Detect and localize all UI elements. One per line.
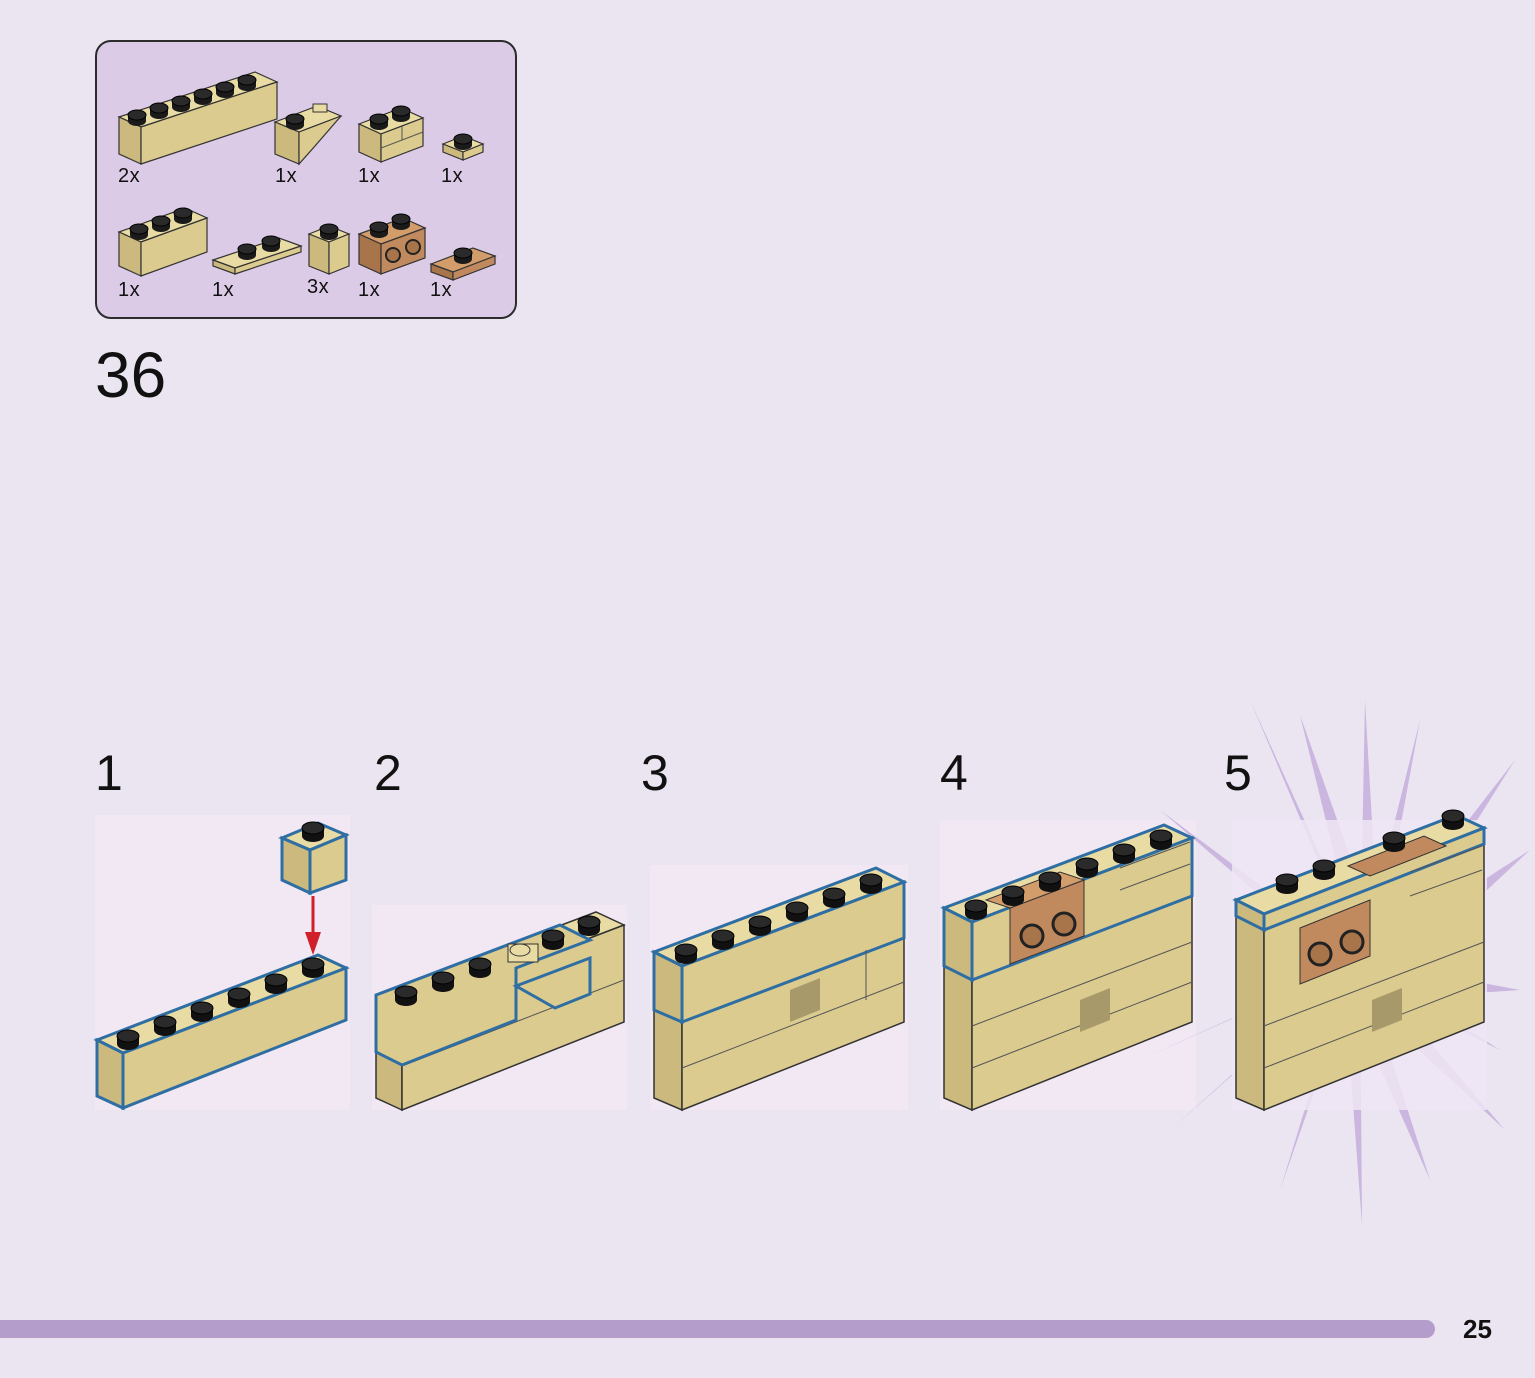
quantity-label: 1x — [358, 165, 381, 187]
substep-label: 1 — [95, 745, 123, 801]
tan-brick-1x3-icon — [117, 207, 209, 277]
parts-art — [117, 71, 497, 281]
quantity-label: 2x — [118, 165, 141, 187]
quantity-label: 1x — [430, 279, 453, 301]
page-number: 25 — [1463, 1314, 1492, 1344]
quantity-label: 1x — [358, 279, 381, 301]
quantity-label: 1x — [118, 279, 141, 301]
substep-label: 5 — [1224, 745, 1252, 801]
tan-plate-1x1-icon — [441, 133, 485, 161]
tan-tile-jumper-icon — [211, 235, 303, 275]
substep-3-model — [650, 866, 908, 1112]
substep-label: 4 — [940, 745, 968, 801]
nougat-jumper-plate-icon — [429, 247, 497, 281]
quantity-label: 1x — [212, 279, 235, 301]
substep-4-model — [940, 823, 1196, 1112]
substep-label: 3 — [641, 745, 669, 801]
quantity-label: 1x — [441, 165, 464, 187]
nougat-brick-studs-icon — [357, 213, 427, 275]
masonry-brick-icon — [357, 105, 425, 163]
tan-brick-1x6-icon — [117, 71, 279, 165]
quantity-label: 1x — [275, 165, 298, 187]
step-number: 36 — [95, 339, 167, 411]
substep-1-model — [93, 821, 350, 1111]
tan-brick-1x1-icon — [307, 223, 351, 275]
substep-5-model — [1232, 809, 1488, 1112]
substep-2-model — [374, 911, 626, 1112]
down-arrow-icon — [305, 896, 321, 955]
inverted-slope-icon — [273, 103, 343, 166]
parts-list-box: 2x 1x 1x 1x 1x 1x 3x 1x 1x — [95, 40, 517, 319]
footer-bar — [0, 1320, 1435, 1338]
substep-label: 2 — [374, 745, 402, 801]
quantity-label: 3x — [307, 276, 330, 298]
